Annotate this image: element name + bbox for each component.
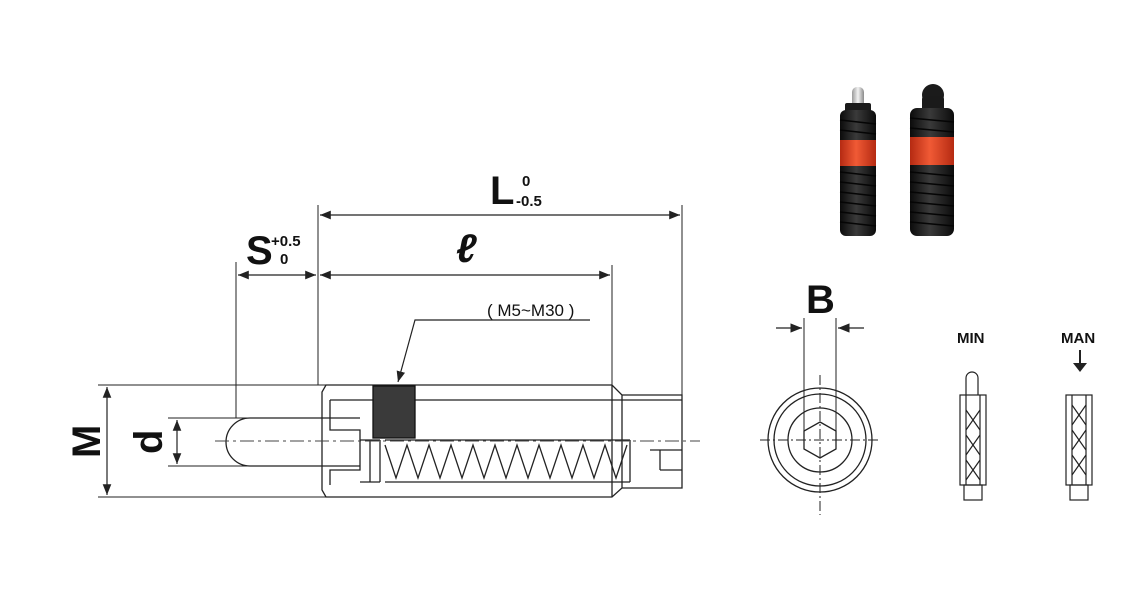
extension-lines bbox=[98, 205, 683, 498]
label-L-tol-upper: 0 bbox=[522, 173, 530, 190]
label-B: B bbox=[806, 278, 835, 322]
product-photo bbox=[839, 84, 955, 236]
thread-range-note: ( M5~M30 ) bbox=[487, 301, 574, 320]
label-S-tol-lower: 0 bbox=[280, 251, 288, 268]
end-view bbox=[760, 318, 880, 515]
product-plunger-steel bbox=[839, 87, 877, 236]
dimension-arrows bbox=[102, 210, 680, 495]
max-state-view bbox=[1065, 350, 1093, 501]
label-d: d bbox=[127, 430, 171, 454]
label-S: S bbox=[246, 229, 273, 273]
label-l: ℓ bbox=[456, 227, 477, 271]
label-L-tol-lower: -0.5 bbox=[516, 193, 542, 210]
compression-spring bbox=[384, 442, 628, 481]
plunger-pin bbox=[225, 417, 360, 467]
down-arrow-icon bbox=[1073, 363, 1087, 372]
min-state-view bbox=[959, 371, 987, 501]
product-plunger-black bbox=[909, 84, 955, 236]
dimension-labels: L 0 -0.5 ℓ S +0.5 0 M d ( M5~M30 ) bbox=[65, 169, 574, 458]
label-max: MAN bbox=[1061, 330, 1095, 347]
thread-range-leader bbox=[396, 319, 590, 383]
side-section-view bbox=[215, 384, 700, 498]
nylon-patch bbox=[372, 385, 416, 439]
label-S-tol-upper: +0.5 bbox=[271, 233, 301, 250]
label-min: MIN bbox=[957, 330, 985, 347]
label-M: M bbox=[65, 425, 109, 458]
label-L: L bbox=[490, 169, 514, 213]
